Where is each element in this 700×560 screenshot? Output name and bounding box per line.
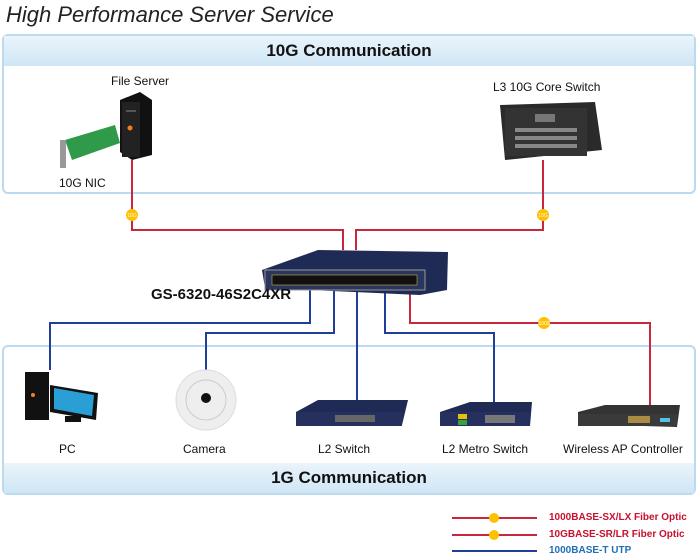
- nic-card-icon: [60, 125, 120, 168]
- label-pc: PC: [59, 442, 76, 456]
- label-file-server: File Server: [111, 74, 170, 88]
- svg-text:10G: 10G: [538, 213, 548, 219]
- link-ap-controller: [409, 290, 651, 405]
- link-core-switch: [355, 160, 544, 250]
- legend-line-10gbase-sr: [452, 530, 537, 540]
- svg-text:1000: 1000: [538, 321, 549, 327]
- l2-switch-icon: [296, 400, 408, 426]
- svg-text:10G: 10G: [127, 213, 137, 219]
- legend-label-1000base-sx: 1000BASE-SX/LX Fiber Optic: [549, 512, 687, 523]
- page-title: High Performance Server Service: [6, 2, 334, 27]
- zone-10g-label: 10G Communication: [4, 36, 694, 66]
- link-pc: [49, 290, 311, 370]
- ap-controller-icon: [578, 405, 680, 427]
- label-nic: 10G NIC: [59, 176, 106, 190]
- metro-switch-icon: [440, 402, 532, 426]
- file-server-icon: [120, 92, 152, 160]
- label-core-switch: L3 10G Core Switch: [493, 80, 601, 94]
- link-camera: [205, 290, 335, 372]
- legend-label-1000base-t: 1000BASE-T UTP: [549, 545, 632, 556]
- main-switch-icon: [262, 250, 448, 295]
- badge-10g-left: 10G: [126, 209, 138, 221]
- label-camera: Camera: [183, 442, 226, 456]
- link-metro-switch: [384, 290, 495, 405]
- pc-icon: [25, 372, 98, 422]
- legend-label-10gbase-sr: 10GBASE-SR/LR Fiber Optic: [549, 529, 685, 540]
- core-switch-icon: [500, 102, 602, 160]
- label-main-switch: GS-6320-46S2C4XR: [151, 286, 292, 303]
- label-ap-controller: Wireless AP Controller: [563, 442, 683, 456]
- badge-1000: 1000: [538, 317, 550, 329]
- zone-1g-label: 1G Communication: [4, 463, 694, 493]
- link-file-server: [131, 160, 344, 250]
- badge-10g-right: 10G: [537, 209, 549, 221]
- legend-line-1000base-sx: [452, 513, 537, 523]
- label-l2-switch: L2 Switch: [318, 442, 371, 456]
- camera-icon: [175, 369, 237, 431]
- label-metro-switch: L2 Metro Switch: [442, 442, 529, 456]
